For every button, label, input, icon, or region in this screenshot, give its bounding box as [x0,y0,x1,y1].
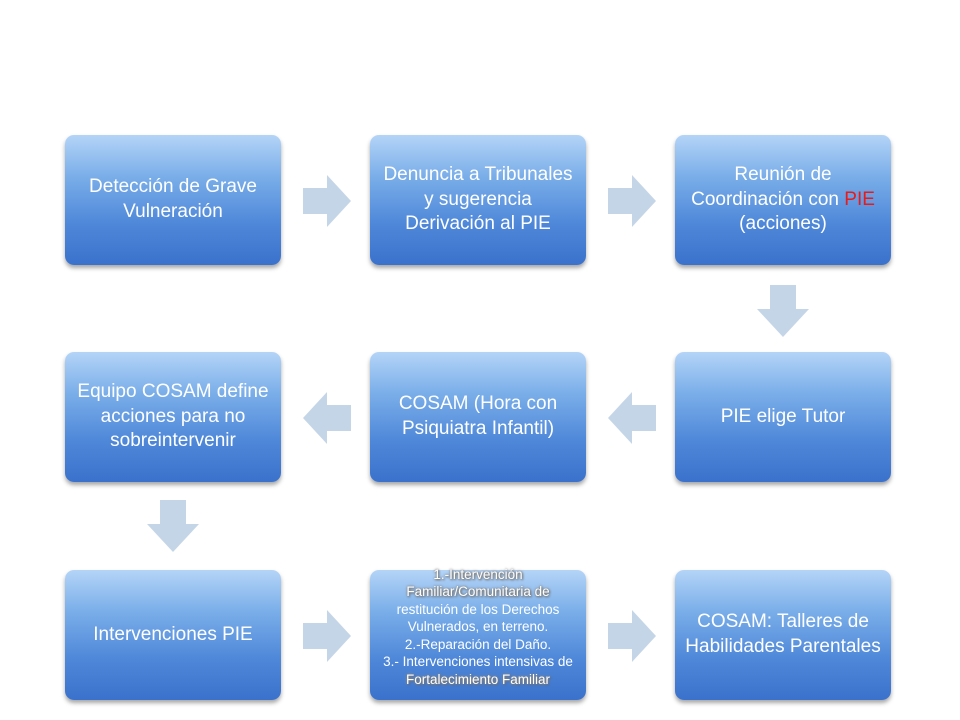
node-denuncia-label: Denuncia a Tribunales y sugerencia Deriv… [383,163,573,235]
node-equipo-cosam: Equipo COSAM define acciones para no sob… [65,352,281,482]
node-cosam-psiquiatra: COSAM (Hora con Psiquiatra Infantil) [370,352,586,482]
arrow-right-8-to-9 [608,610,656,662]
detalle-line-5: 3.- Intervenciones intensivas de [383,654,573,670]
arrow-right-1-to-2 [303,175,351,227]
arrow-left-5-to-6 [303,392,351,444]
node-reunion-text-after: (acciones) [739,213,827,235]
node-intervenciones-detalle: 1.-Intervención Familiar/Comunitaria de … [370,567,586,700]
arrow-right-7-to-8 [303,610,351,662]
node-cosam-psiquiatra-label: COSAM (Hora con Psiquiatra Infantil) [398,393,558,439]
detalle-line-6: Fortalecimiento Familiar [405,671,551,687]
node-cosam-talleres-label: COSAM: Talleres de Habilidades Parentale… [685,611,881,657]
arrow-down-3-to-4 [757,285,809,337]
arrow-right-2-to-3 [608,175,656,227]
node-reunion-label: Reunión de Coordinación con PIE (accione… [683,163,883,237]
node-cosam-talleres: COSAM: Talleres de Habilidades Parentale… [675,570,891,700]
arrow-down-6-to-7 [147,500,199,552]
node-reunion-coordinacion: Reunión de Coordinación con PIE (accione… [675,135,891,265]
node-intervenciones-detalle-text: 1.-Intervención Familiar/Comunitaria de … [376,566,580,689]
node-deteccion-label: Detección de Grave Vulneración [89,176,257,222]
node-equipo-cosam-label: Equipo COSAM define acciones para no sob… [77,380,269,452]
node-reunion-text-before: Reunión de Coordinación con [691,163,845,210]
detalle-line-4: 2.-Reparación del Daño. [404,636,552,652]
node-intervenciones-pie: Intervenciones PIE [65,570,281,700]
node-reunion-highlight-pie: PIE [844,188,875,210]
node-pie-elige-tutor-label: PIE elige Tutor [720,405,846,427]
detalle-line-1: 1.-Intervención [433,566,523,582]
detalle-line-2: Familiar/Comunitaria de [406,584,550,600]
node-deteccion-grave-vulneracion: Detección de Grave Vulneración [65,135,281,265]
node-denuncia-tribunales: Denuncia a Tribunales y sugerencia Deriv… [370,135,586,265]
node-intervenciones-pie-label: Intervenciones PIE [93,623,253,645]
arrow-left-4-to-5 [608,392,656,444]
node-pie-elige-tutor: PIE elige Tutor [675,352,891,482]
detalle-line-3: restitución de los Derechos Vulnerados, … [396,601,560,635]
